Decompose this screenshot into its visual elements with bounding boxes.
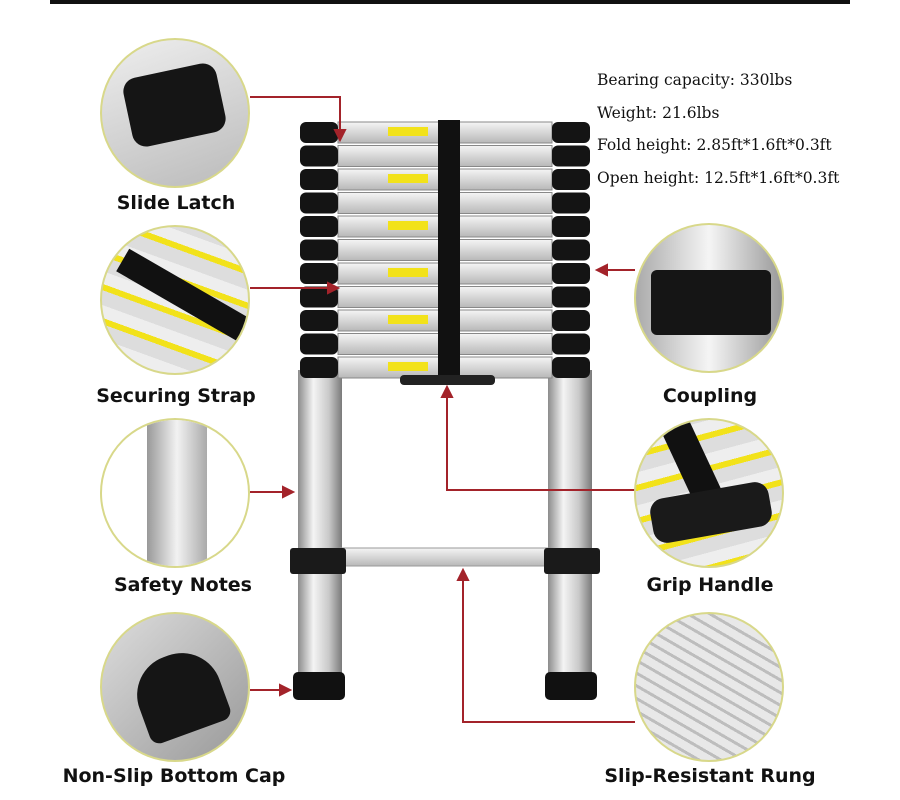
left-foot xyxy=(293,672,345,700)
rail-coupling xyxy=(552,286,590,308)
rail-coupling xyxy=(300,263,338,284)
label-slide-latch: Slide Latch xyxy=(116,192,236,214)
rail-coupling xyxy=(300,145,338,167)
label-coupling: Coupling xyxy=(662,385,758,407)
label-securing-strap: Securing Strap xyxy=(96,385,256,407)
rail-coupling xyxy=(552,145,590,167)
grip-handle xyxy=(400,375,495,385)
label-grip-handle: Grip Handle xyxy=(646,574,774,596)
rail-coupling xyxy=(300,357,338,378)
securing-strap-image xyxy=(100,225,250,375)
rail-coupling xyxy=(552,310,590,331)
rail-coupling xyxy=(552,263,590,284)
top-border xyxy=(50,0,850,4)
securing-strap xyxy=(438,120,460,382)
rail-coupling xyxy=(300,239,338,261)
rail-coupling xyxy=(552,333,590,355)
right-rail xyxy=(548,370,592,680)
coupling-image xyxy=(634,223,784,373)
label-slip-resistant-rung: Slip-Resistant Rung xyxy=(604,765,816,787)
spec-fold-height: Fold height: 2.85ft*1.6ft*0.3ft xyxy=(597,136,832,154)
grip-handle-image xyxy=(634,418,784,568)
warning-label xyxy=(388,127,428,136)
spec-open-height: Open height: 12.5ft*1.6ft*0.3ft xyxy=(597,168,840,187)
warning-label xyxy=(388,268,428,277)
rail-coupling xyxy=(552,239,590,261)
rail-coupling xyxy=(552,216,590,237)
bottom-cap-image xyxy=(100,612,250,762)
rail-coupling xyxy=(300,310,338,331)
slip-resistant-rung-image xyxy=(634,612,784,762)
warning-label xyxy=(388,221,428,230)
left-rail xyxy=(298,370,342,680)
label-safety-notes: Safety Notes xyxy=(114,574,252,596)
rung-stack xyxy=(300,121,590,379)
warning-label xyxy=(388,315,428,324)
specifications: Bearing capacity: 330lbs Weight: 21.6lbs… xyxy=(597,64,839,194)
slide-latch-image xyxy=(100,38,250,188)
rail-coupling xyxy=(552,169,590,190)
rail-coupling xyxy=(552,192,590,214)
rail-coupling xyxy=(300,169,338,190)
rail-coupling xyxy=(300,333,338,355)
spec-weight: Weight: 21.6lbs xyxy=(597,103,720,122)
callout-arrows xyxy=(250,96,635,723)
rail-coupling xyxy=(300,216,338,237)
rail-coupling xyxy=(300,192,338,214)
spec-bearing-capacity: Bearing capacity: 330lbs xyxy=(597,71,793,89)
rail-coupling xyxy=(300,122,338,143)
rail-coupling xyxy=(552,357,590,378)
warning-label xyxy=(388,174,428,183)
right-foot xyxy=(545,672,597,700)
safety-notes-image xyxy=(100,418,250,568)
warning-label xyxy=(388,362,428,371)
label-non-slip-bottom-cap: Non-Slip Bottom Cap xyxy=(62,765,286,787)
bottom-rung xyxy=(339,547,551,567)
rail-coupling xyxy=(552,122,590,143)
